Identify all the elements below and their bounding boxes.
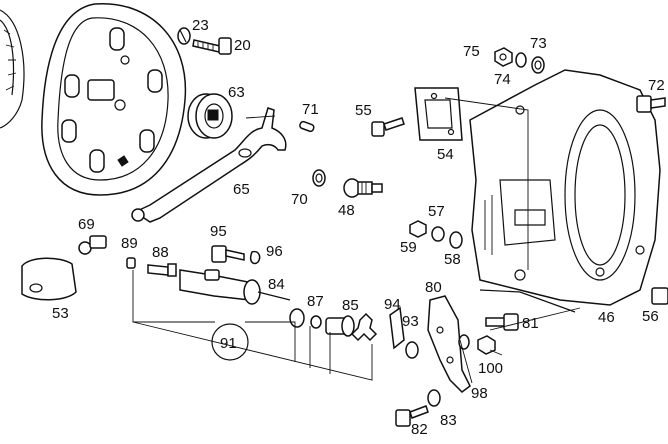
label-46: 46 — [598, 309, 615, 326]
label-98: 98 — [471, 385, 488, 402]
pressure-plate — [41, 3, 187, 196]
bleeder-95 — [211, 245, 245, 263]
piston-85 — [325, 315, 355, 337]
label-93: 93 — [402, 313, 419, 330]
label-88: 88 — [152, 244, 169, 261]
label-83: 83 — [440, 412, 457, 429]
bolt-81 — [485, 313, 519, 331]
label-91: 91 — [220, 335, 237, 352]
slave-cylinder-84 — [179, 269, 291, 305]
bolt-56 — [651, 287, 668, 305]
ring-70 — [312, 169, 326, 187]
washer-23 — [177, 27, 191, 45]
release-fork-65 — [131, 107, 287, 223]
label-53: 53 — [52, 305, 69, 322]
label-20: 20 — [234, 37, 251, 54]
label-59: 59 — [400, 239, 417, 256]
callout-circle-91 — [211, 323, 249, 361]
label-95: 95 — [210, 223, 227, 240]
rubber-boot-53 — [21, 257, 77, 301]
bell-housing-46 — [469, 69, 661, 313]
label-71: 71 — [302, 101, 319, 118]
label-56: 56 — [642, 308, 659, 325]
washer-93b — [405, 341, 419, 359]
label-72: 72 — [648, 77, 665, 94]
label-85: 85 — [342, 297, 359, 314]
clip-96 — [249, 250, 261, 265]
release-bearing-63 — [187, 93, 233, 139]
label-63: 63 — [228, 84, 245, 101]
washer-58 — [449, 231, 463, 249]
label-69: 69 — [78, 216, 95, 233]
label-100: 100 — [478, 360, 503, 377]
label-73: 73 — [530, 35, 547, 52]
label-75: 75 — [463, 43, 480, 60]
label-48: 48 — [338, 202, 355, 219]
label-96: 96 — [266, 243, 283, 260]
label-70: 70 — [291, 191, 308, 208]
label-55: 55 — [355, 102, 372, 119]
washer-83 — [427, 389, 441, 407]
lever-80 — [427, 295, 471, 393]
nut-100 — [477, 335, 496, 355]
cover-plate-54 — [414, 87, 463, 141]
label-84: 84 — [268, 276, 285, 293]
label-23: 23 — [192, 17, 209, 34]
plate-93 — [389, 306, 405, 350]
label-87: 87 — [307, 293, 324, 310]
label-65: 65 — [233, 181, 250, 198]
washer-57 — [431, 226, 445, 242]
seal-87 — [289, 308, 322, 329]
bleed-screw-88 — [147, 263, 177, 277]
label-89: 89 — [121, 235, 138, 252]
nut-59 — [409, 220, 427, 238]
washer-73 — [531, 56, 545, 74]
flywheel-edge — [0, 9, 25, 129]
washer-74 — [515, 52, 527, 68]
leader-lines — [132, 97, 581, 384]
bolt-82 — [395, 405, 429, 427]
label-81: 81 — [522, 315, 539, 332]
ball-stud-69 — [78, 235, 107, 255]
label-94: 94 — [384, 296, 401, 313]
label-57: 57 — [428, 203, 445, 220]
label-58: 58 — [444, 251, 461, 268]
nut-75 — [494, 47, 513, 67]
label-74: 74 — [494, 71, 511, 88]
lock-washer-94 — [350, 312, 378, 342]
stud-72 — [636, 95, 666, 113]
bolt-20 — [192, 37, 232, 55]
pin-71 — [299, 120, 315, 133]
bolt-55 — [371, 117, 405, 137]
pivot-48 — [343, 178, 383, 198]
cap-89 — [126, 257, 136, 269]
label-82: 82 — [411, 421, 428, 438]
label-54: 54 — [437, 146, 454, 163]
part-labels: 23 20 63 71 55 54 75 74 73 72 65 70 48 6… — [52, 17, 665, 438]
label-80: 80 — [425, 279, 442, 296]
